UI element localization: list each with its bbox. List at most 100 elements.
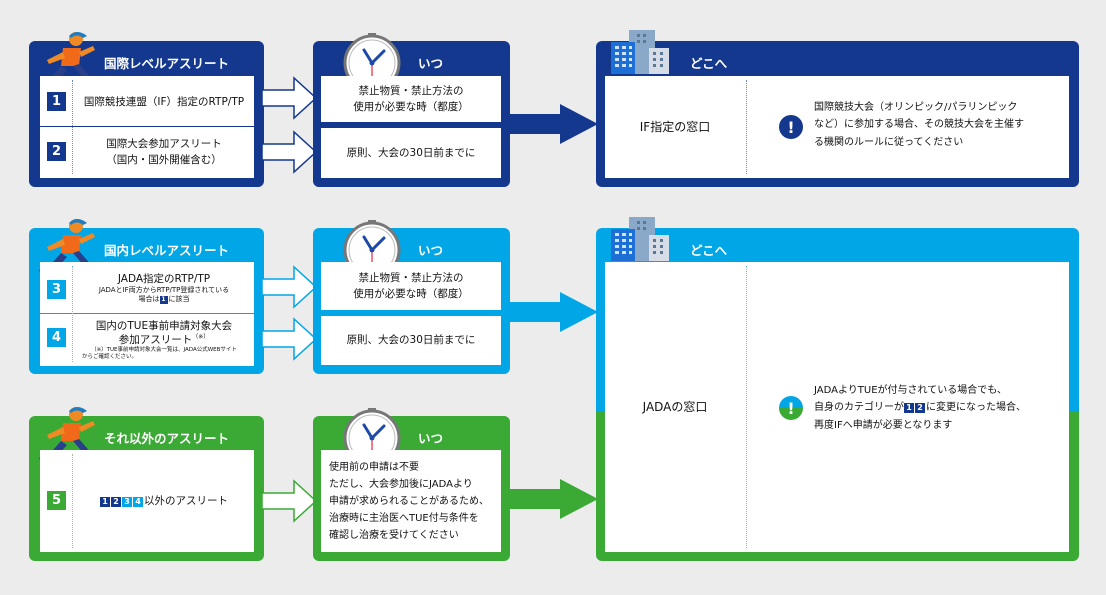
intl-note-line3: る機関のルールに従ってください — [814, 136, 964, 148]
row-label-3-sub2-b: に該当 — [168, 295, 190, 304]
arrow-right-icon — [510, 479, 598, 519]
row-label-4: 国内のTUE事前申請対象大会 参加アスリート（※） （※）TUE事前申請対象大会… — [76, 315, 252, 365]
exclamation-icon: ! — [779, 396, 803, 420]
row-number-3: 3 — [47, 280, 66, 299]
building-icon — [611, 217, 669, 261]
row-number-5: 5 — [47, 491, 66, 510]
where-divider — [746, 266, 747, 548]
row-label-4-line2: 参加アスリート — [118, 333, 193, 346]
intl-where-box — [605, 76, 1069, 178]
other-when-box — [321, 450, 501, 552]
intl-when-box-2 — [321, 128, 501, 178]
row-label-4-line2-wrap: 参加アスリート（※） — [119, 333, 210, 347]
row-number-1: 1 — [47, 92, 66, 111]
row-label-4-note2: からご確認ください。 — [82, 354, 138, 361]
row-label-4-line1: 国内のTUE事前申請対象大会 — [95, 319, 233, 332]
domestic-when-text-2: 原則、大会の30日前までに — [321, 316, 501, 365]
other-when-line5: 確認し治療を受けてください — [329, 529, 459, 541]
row-number-4: 4 — [47, 328, 66, 347]
domestic-when-text-2-line: 原則、大会の30日前までに — [346, 334, 476, 347]
jada-note-line2-a: 自身のカテゴリーが — [814, 402, 904, 414]
row-divider — [40, 126, 254, 127]
intl-when-text-1-line2: 使用が必要な時（都度） — [353, 101, 469, 113]
domestic-when-box-2 — [321, 316, 501, 365]
row-number-divider — [72, 266, 73, 362]
category-badge-1: 1 — [159, 296, 168, 305]
arrow-right-icon — [262, 76, 318, 120]
intl-note-line1: 国際競技大会（オリンピック/パラリンピック — [814, 101, 1018, 113]
building-icon — [611, 30, 669, 74]
row-number-divider — [72, 454, 73, 548]
jada-note-line1: JADAよりTUEが付与されている場合でも、 — [814, 384, 1007, 396]
exclamation-icon: ! — [779, 115, 803, 139]
arrow-right-icon — [262, 265, 318, 309]
category-badge-2: 2 — [915, 403, 925, 414]
row-label-1: 国際競技連盟（IF）指定のRTP/TP — [76, 80, 252, 124]
row-label-2: 国際大会参加アスリート （国内・国外開催含む） — [76, 130, 252, 174]
category-badge-3: 3 — [122, 496, 132, 507]
intl-when-text-1-line1: 禁止物質・禁止方法の — [358, 84, 464, 97]
jada-note-line3: 再度IFへ申請が必要となります — [814, 419, 953, 431]
intl-athlete-rows — [40, 76, 254, 178]
other-athlete-rows — [40, 450, 254, 552]
intl-when-text-2-line: 原則、大会の30日前までに — [346, 146, 476, 159]
row-label-2-line1: 国際大会参加アスリート — [106, 137, 222, 150]
category-badge-1: 1 — [904, 403, 914, 414]
jada-where-title: どこへ — [690, 243, 728, 258]
domestic-athlete-title: 国内レベルアスリート — [104, 243, 230, 258]
row-label-3-sub2-a: 場合は — [138, 295, 160, 304]
arrow-right-icon — [510, 292, 598, 332]
intl-note-line2: など）に参加する場合、その競技大会を主催す — [814, 119, 1024, 131]
row-number-divider — [72, 80, 73, 174]
category-badge-2: 2 — [111, 496, 121, 507]
intl-when-text-1: 禁止物質・禁止方法の 使用が必要な時（都度） — [321, 76, 501, 122]
other-when-line3: 申請が求められることがあるため、 — [329, 495, 489, 507]
row-divider — [40, 313, 254, 314]
intl-where-label: IF指定の窓口 — [605, 76, 745, 178]
other-when-text: 使用前の申請は不要 ただし、大会参加後にJADAより 申請が求められることがある… — [329, 450, 499, 552]
intl-athlete-title: 国際レベルアスリート — [104, 56, 230, 71]
other-when-line2: ただし、大会参加後にJADAより — [329, 478, 473, 490]
other-athlete-title: それ以外のアスリート — [104, 431, 230, 446]
other-when-line4: 治療時に主治医へTUE付与条件を — [329, 512, 479, 524]
row-number-2: 2 — [47, 142, 66, 161]
row-label-2-line2: （国内・国外開催含む） — [106, 154, 222, 166]
row-label-1-text: 国際競技連盟（IF）指定のRTP/TP — [83, 95, 245, 108]
intl-when-title: いつ — [418, 56, 444, 71]
intl-when-text-2: 原則、大会の30日前までに — [321, 128, 501, 178]
row-label-5-text: 以外のアスリート — [144, 494, 228, 507]
jada-where-label: JADAの窓口 — [605, 262, 745, 552]
row-label-4-sup: （※） — [192, 333, 210, 341]
domestic-when-text-1: 禁止物質・禁止方法の 使用が必要な時（都度） — [321, 262, 501, 310]
jada-where-label-text: JADAの窓口 — [642, 399, 708, 414]
domestic-when-text-1-line2: 使用が必要な時（都度） — [353, 288, 469, 300]
row-label-3-sub1: JADAとIF両方からRTP/TP登録されている — [98, 285, 230, 294]
jada-note-line2-b: に変更になった場合、 — [926, 402, 1026, 414]
intl-when-box-1 — [321, 76, 501, 122]
domestic-athlete-rows — [40, 262, 254, 366]
row-label-3: JADA指定のRTP/TP JADAとIF両方からRTP/TP登録されている 場… — [76, 264, 252, 312]
jada-where-box — [605, 262, 1069, 552]
category-badge-4: 4 — [133, 496, 143, 507]
domestic-when-text-1-line1: 禁止物質・禁止方法の — [358, 271, 464, 284]
other-when-title: いつ — [418, 431, 444, 446]
arrow-right-icon — [262, 479, 318, 523]
arrow-right-icon — [262, 130, 318, 174]
domestic-when-title: いつ — [418, 243, 444, 258]
domestic-when-box-1 — [321, 262, 501, 310]
where-divider — [746, 80, 747, 174]
row-label-3-title: JADA指定のRTP/TP — [117, 272, 211, 285]
row-label-4-note1: （※）TUE事前申請対象大会一覧は、JADA公式WEBサイト — [91, 347, 237, 354]
other-when-line1: 使用前の申請は不要 — [329, 461, 419, 473]
arrow-right-icon — [510, 104, 598, 144]
intl-where-title: どこへ — [690, 56, 728, 71]
intl-where-label-text: IF指定の窓口 — [639, 119, 711, 134]
category-badge-1: 1 — [100, 496, 110, 507]
arrow-right-icon — [262, 317, 318, 361]
intl-where-note: 国際競技大会（オリンピック/パラリンピック など）に参加する場合、その競技大会を… — [814, 92, 1064, 158]
